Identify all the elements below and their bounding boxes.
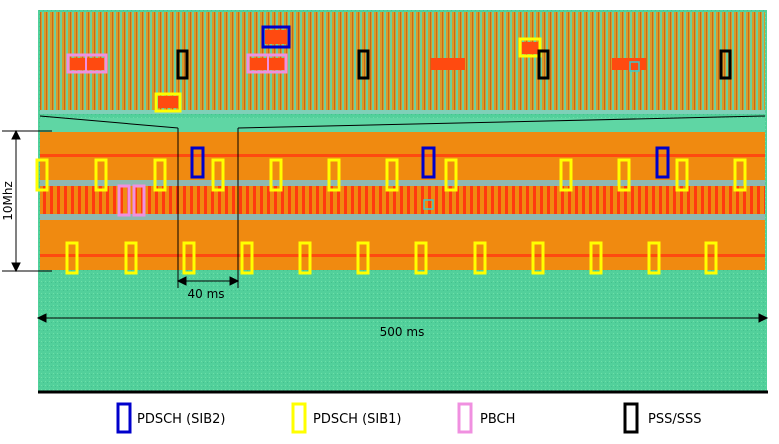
overview-burst [612,58,646,70]
overview-burst [431,58,465,70]
sib2-box [655,146,670,179]
zoom-label: 40 ms [187,287,224,301]
sib1-box [414,241,428,275]
legend-swatch-sib1 [291,402,307,434]
legend-item-pss-sss: PSS/SSS [623,402,701,434]
legend-label-sib2: PDSCH (SIB2) [137,412,226,427]
zoom-band-lower [40,220,765,270]
sib1-box [518,37,542,58]
sib1-box [704,241,718,275]
bandwidth-label: 10Mhz [1,181,15,221]
zoom-dimension [176,128,240,288]
legend-swatch-pss-sss [623,402,639,434]
legend-swatch-pbch [457,402,473,434]
overview-burst [265,30,287,44]
sib1-box [385,158,399,192]
overview-band [40,12,765,110]
zoom-arrow-right [229,276,240,286]
sib1-box [559,158,573,192]
overview-burst [158,96,178,108]
sib1-box [269,158,283,192]
sib1-box [124,241,138,275]
overview-marker-cyan [629,61,640,72]
sib1-box [211,158,225,192]
legend: PDSCH (SIB2) PDSCH (SIB1) PBCH PSS/SSS [116,402,701,434]
pss-sss-box [537,49,550,80]
pbch-box [117,184,131,217]
pss-sss-box [357,49,370,80]
sib1-box [647,241,661,275]
sib1-box [356,241,370,275]
cyan-marker [423,199,434,210]
pss-sss-box [719,49,732,80]
total-dimension [36,313,769,323]
spectrogram [38,10,767,391]
zoom-band-separator-1 [40,180,765,186]
sib1-box [473,241,487,275]
sib2-box [421,146,436,179]
zoom-band-separator-2 [40,214,765,220]
zoom-connector-left [39,115,179,129]
sib1-box [617,158,631,192]
sib1-box [327,158,341,192]
sib2-box [190,146,205,179]
bandwidth-dimension [2,129,52,273]
legend-swatch-sib2 [116,402,132,434]
bandwidth-arrow-up [11,129,21,140]
legend-item-pbch: PBCH [457,402,515,434]
sib1-box [675,158,689,192]
legend-label-pbch: PBCH [480,412,515,427]
zoom-connectors [39,115,766,129]
sib1-box [154,92,182,113]
zoom-connector-right [237,115,766,129]
sib1-box [240,241,254,275]
zoom-band-middle [40,186,765,214]
sib1-box [531,241,545,275]
sib1-box [589,241,603,275]
total-label: 500 ms [380,325,425,339]
zoom-band-lower-line [40,254,765,257]
pss-sss-box [176,49,189,80]
zoom-band-top-edge [40,118,765,132]
sib1-box [444,158,458,192]
sib1-box [733,158,747,192]
overview-band-edge [40,110,765,114]
sib1-box [65,241,79,275]
sib1-box [35,158,49,192]
zoom-band-upper-line [40,154,765,157]
total-arrow-left [36,313,47,323]
legend-item-sib1: PDSCH (SIB1) [291,402,402,434]
zoom-arrow-left [176,276,187,286]
sib1-box [182,241,196,275]
sib2-box [261,25,291,49]
pbch-box [132,184,146,217]
overview-annotations [66,25,732,113]
sib1-box [298,241,312,275]
sib1-box [153,158,167,192]
zoom-annotations [35,146,747,275]
overview-burst [522,42,540,54]
sib1-box [94,158,108,192]
bandwidth-arrow-down [11,262,21,273]
legend-label-sib1: PDSCH (SIB1) [313,412,402,427]
total-arrow-right [758,313,769,323]
legend-label-pss-sss: PSS/SSS [648,412,701,427]
legend-item-sib2: PDSCH (SIB2) [116,402,226,434]
